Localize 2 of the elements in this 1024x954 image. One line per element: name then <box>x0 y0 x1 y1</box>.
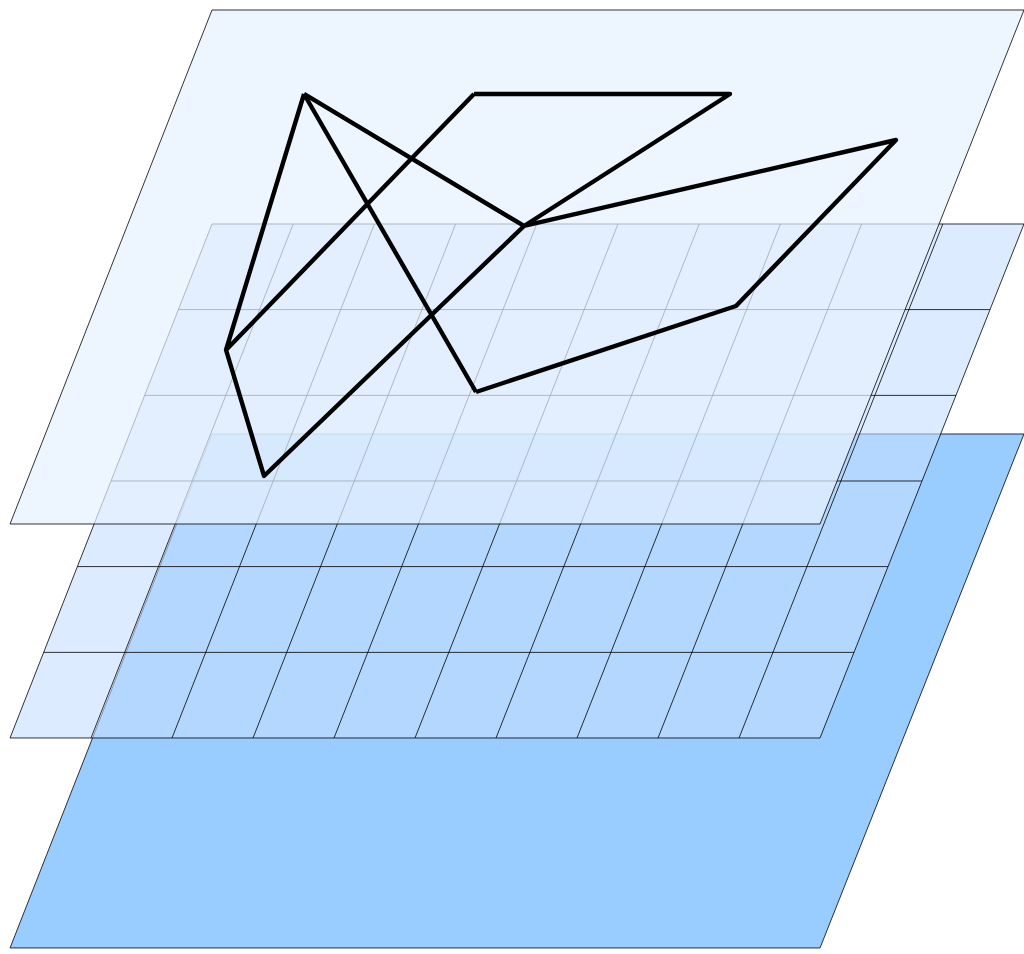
plane <box>9 223 1024 739</box>
plane <box>9 9 1024 525</box>
